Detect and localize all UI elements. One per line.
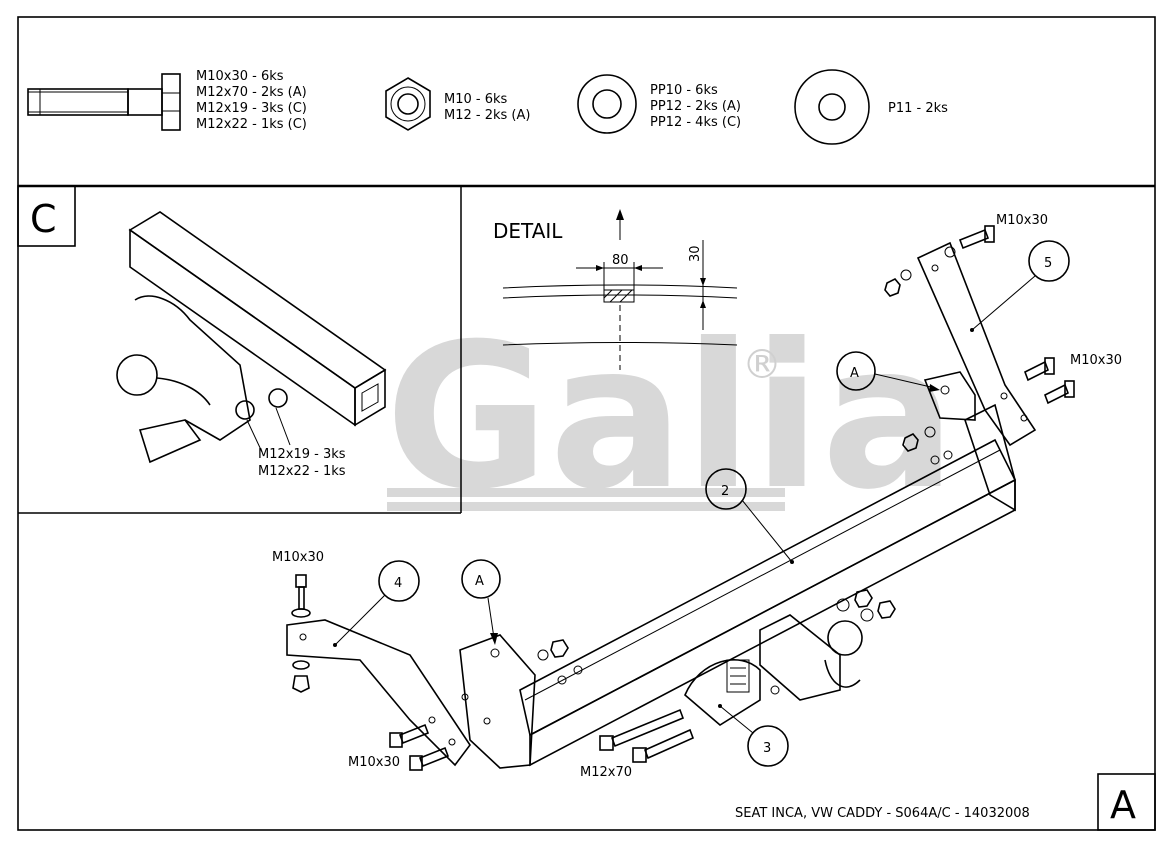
svg-text:®: ® <box>742 342 782 388</box>
panel-c-letter-box <box>17 185 76 247</box>
sheet-border <box>17 16 1156 831</box>
crossbar <box>459 403 1017 769</box>
bolt-label-top-right-1: M10x30 <box>996 213 1048 228</box>
mount-plate-a <box>923 371 976 421</box>
callout-a-top: A <box>836 351 940 392</box>
plate-washer-icon <box>794 69 870 145</box>
socket-lever <box>138 419 202 464</box>
panel-c-bolt-label-2: M12x22 - 1ks <box>258 464 346 479</box>
footer-caption: SEAT INCA, VW CADDY - S064A/C - 14032008 <box>735 806 1030 821</box>
washer-line-2: PP12 - 2ks (A) <box>650 99 741 114</box>
svg-text:Galia: Galia <box>385 301 956 534</box>
detail-view: DETAIL 80 30 <box>493 209 738 370</box>
callout-a-left: A <box>461 559 501 645</box>
bolt-label-bottom-center: M12x70 <box>580 765 632 780</box>
panel-c-letter: C <box>30 197 57 241</box>
detail-title: DETAIL <box>493 219 563 243</box>
galia-watermark: Galia ® <box>385 301 956 534</box>
bolt-label-left-top: M10x30 <box>272 550 324 565</box>
tow-ball-main <box>827 620 863 656</box>
panel-c-bolt-label-1: M12x19 - 3ks <box>258 447 346 462</box>
bolt-line-4: M12x22 - 1ks (C) <box>196 117 307 132</box>
svg-text:A: A <box>475 574 484 589</box>
detail-dim-width: 80 <box>612 253 629 268</box>
bolt-label-top-right-2: M10x30 <box>1070 353 1122 368</box>
callout-2: 2 <box>705 468 794 564</box>
side-bracket-left <box>286 619 471 767</box>
washer-line-1: PP10 - 6ks <box>650 83 718 98</box>
svg-text:4: 4 <box>394 576 402 591</box>
bolt-icon <box>27 73 181 131</box>
washer-line-3: PP12 - 4ks (C) <box>650 115 741 130</box>
svg-text:3: 3 <box>763 741 771 756</box>
bolt-head-c <box>268 388 288 408</box>
bolt-line-3: M12x19 - 3ks (C) <box>196 101 307 116</box>
washer-icon <box>577 74 637 134</box>
callout-4: 4 <box>333 560 420 647</box>
tow-ball <box>116 354 158 396</box>
side-bracket-right <box>916 241 1037 447</box>
callout-3: 3 <box>718 704 789 767</box>
fastener-bolts <box>291 225 1075 771</box>
hex-nut-icon <box>385 77 431 131</box>
svg-text:5: 5 <box>1044 256 1052 271</box>
plate-washer-line-1: P11 - 2ks <box>888 101 948 116</box>
nut-line-2: M12 - 2ks (A) <box>444 108 530 123</box>
tow-ball-assembly <box>684 614 863 726</box>
bolt-line-2: M12x70 - 2ks (A) <box>196 85 307 100</box>
panel-c: C M12x19 - 3ks M12x22 - 1ks <box>17 185 462 514</box>
nut-line-1: M10 - 6ks <box>444 92 508 107</box>
bolt-line-1: M10x30 - 6ks <box>196 69 284 84</box>
svg-text:A: A <box>850 366 859 381</box>
bolt-label-left-bottom: M10x30 <box>348 755 400 770</box>
sheet-letter-box <box>1097 773 1156 831</box>
detail-dim-height: 30 <box>688 245 703 262</box>
sheet-letter: A <box>1110 783 1136 827</box>
svg-text:2: 2 <box>721 484 729 499</box>
hitch-plate <box>134 295 251 441</box>
callout-5: 5 <box>970 240 1070 332</box>
